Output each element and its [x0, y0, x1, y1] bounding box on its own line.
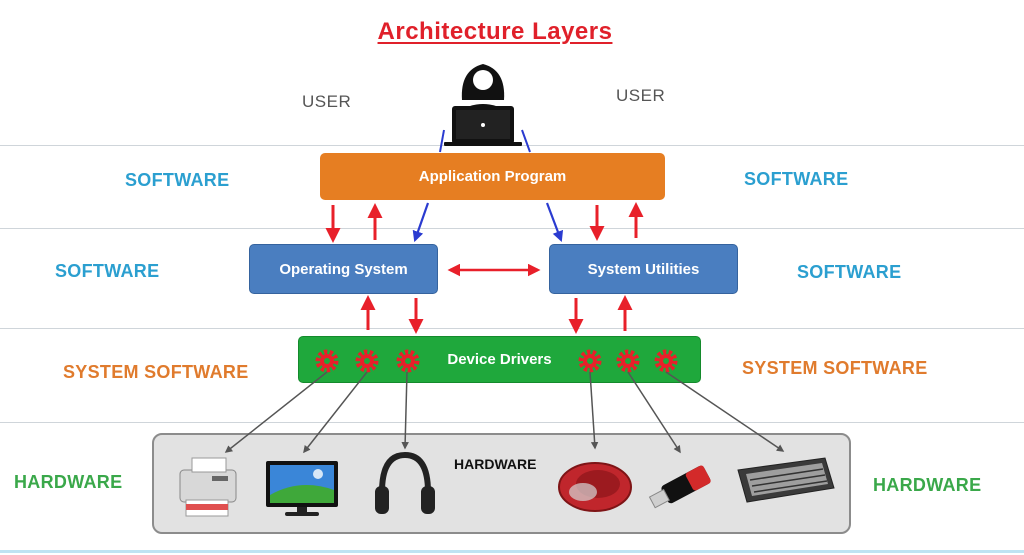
gear-icon — [581, 352, 599, 370]
arrow-app-to-utilities — [545, 202, 564, 243]
hardware-panel-label: HARDWARE — [454, 456, 537, 472]
application-program-box[interactable]: Application Program — [320, 153, 665, 200]
software-label-right-row1: SOFTWARE — [744, 169, 849, 189]
headphones-icon — [375, 451, 435, 514]
software-label-left-row2: SOFTWARE — [55, 261, 160, 281]
gear-icon — [318, 352, 336, 370]
layer-separator — [0, 422, 1024, 423]
system-utilities-box[interactable]: System Utilities — [549, 244, 738, 294]
system-software-label-left: SYSTEM SOFTWARE — [63, 362, 249, 382]
arrow-app-to-os — [412, 202, 430, 243]
diagram-title: Architecture Layers — [377, 18, 613, 45]
hardware-label-left: HARDWARE — [14, 472, 123, 492]
gear-icon — [657, 352, 675, 370]
user-label-right: USER — [616, 86, 666, 105]
system-software-label-right: SYSTEM SOFTWARE — [742, 358, 928, 378]
hardware-label-right: HARDWARE — [873, 475, 982, 495]
gear-icon — [358, 352, 376, 370]
monitor-icon — [266, 461, 338, 516]
software-label-right-row2: SOFTWARE — [797, 262, 902, 282]
user-label-left: USER — [302, 92, 352, 111]
layer-separator — [0, 228, 1024, 229]
mouse-icon — [558, 462, 632, 512]
gear-icon — [619, 352, 637, 370]
gear-icon — [399, 352, 417, 370]
keyboard-icon — [737, 457, 835, 503]
user-at-laptop-icon — [444, 64, 522, 146]
operating-system-box[interactable]: Operating System — [249, 244, 438, 294]
bottom-border — [0, 550, 1024, 553]
usb-drive-icon — [648, 465, 711, 509]
software-label-left-row1: SOFTWARE — [125, 170, 230, 190]
printer-icon — [179, 457, 237, 517]
layer-separator — [0, 328, 1024, 329]
